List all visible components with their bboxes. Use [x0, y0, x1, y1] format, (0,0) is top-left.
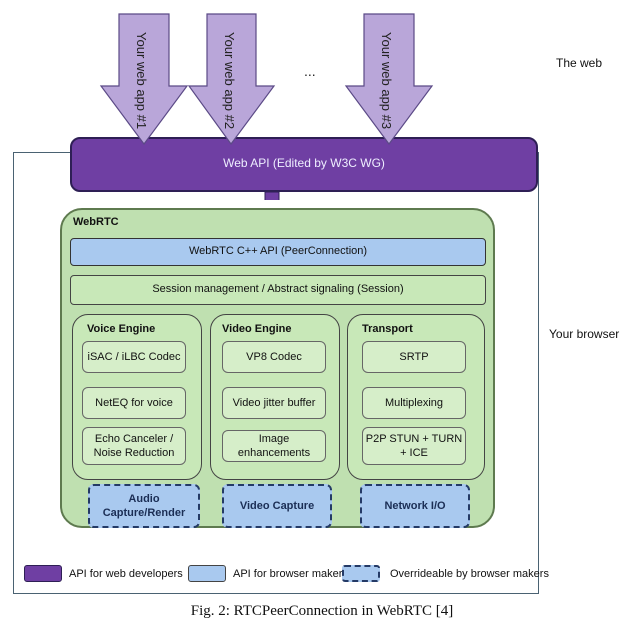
- video-item-image: Image enhancements: [222, 430, 326, 462]
- ellipsis: ...: [304, 63, 316, 79]
- audio-capture-box: Audio Capture/Render: [88, 484, 200, 528]
- app-arrows: Your web app #1 Your web app #2 Your web…: [99, 13, 434, 200]
- legend-swatch-browser-api: [188, 565, 226, 582]
- legend-swatch-web-dev: [24, 565, 62, 582]
- legend-swatch-overrideable: [342, 565, 380, 582]
- legend-label-overrideable: Overrideable by browser makers: [390, 568, 549, 580]
- video-engine-title: Video Engine: [222, 323, 292, 335]
- figure-caption: Fig. 2: RTCPeerConnection in WebRTC [4]: [190, 603, 454, 619]
- legend-label-browser-api: API for browser makers: [233, 568, 348, 580]
- voice-item-codec: iSAC / iLBC Codec: [82, 341, 186, 373]
- app-label-2: Your web app #2: [222, 32, 237, 129]
- transport-item-srtp: SRTP: [362, 341, 466, 373]
- app-label-3: Your web app #3: [379, 32, 394, 129]
- voice-item-echo: Echo Canceler / Noise Reduction: [82, 427, 186, 465]
- transport-item-mux: Multiplexing: [362, 387, 466, 419]
- cpp-api-box: [70, 238, 486, 266]
- webrtc-title: WebRTC: [73, 216, 119, 228]
- api-down-arrow: [264, 191, 280, 200]
- app-arrow-2: [187, 13, 276, 146]
- video-item-jitter: Video jitter buffer: [222, 387, 326, 419]
- voice-engine-title: Voice Engine: [87, 323, 156, 335]
- label-your-browser: Your browser: [549, 327, 620, 341]
- session-label: Session management / Abstract signaling …: [152, 283, 404, 295]
- web-api-box: [70, 137, 538, 192]
- network-io-box: Network I/O: [360, 484, 470, 528]
- label-the-web: The web: [556, 56, 603, 70]
- app-arrow-1: [99, 13, 189, 146]
- app-label-1: Your web app #1: [134, 32, 149, 129]
- web-api-label: Web API (Edited by W3C WG): [223, 156, 385, 170]
- cpp-api-label: WebRTC C++ API (PeerConnection): [188, 245, 368, 257]
- app-arrow-3: [344, 13, 434, 146]
- session-box: [70, 275, 486, 305]
- transport-item-p2p: P2P STUN + TURN + ICE: [362, 427, 466, 465]
- transport-title: Transport: [362, 323, 413, 335]
- video-item-vp8: VP8 Codec: [222, 341, 326, 373]
- video-capture-box: Video Capture: [222, 484, 332, 528]
- legend-label-web-dev: API for web developers: [69, 568, 183, 580]
- voice-item-neteq: NetEQ for voice: [82, 387, 186, 419]
